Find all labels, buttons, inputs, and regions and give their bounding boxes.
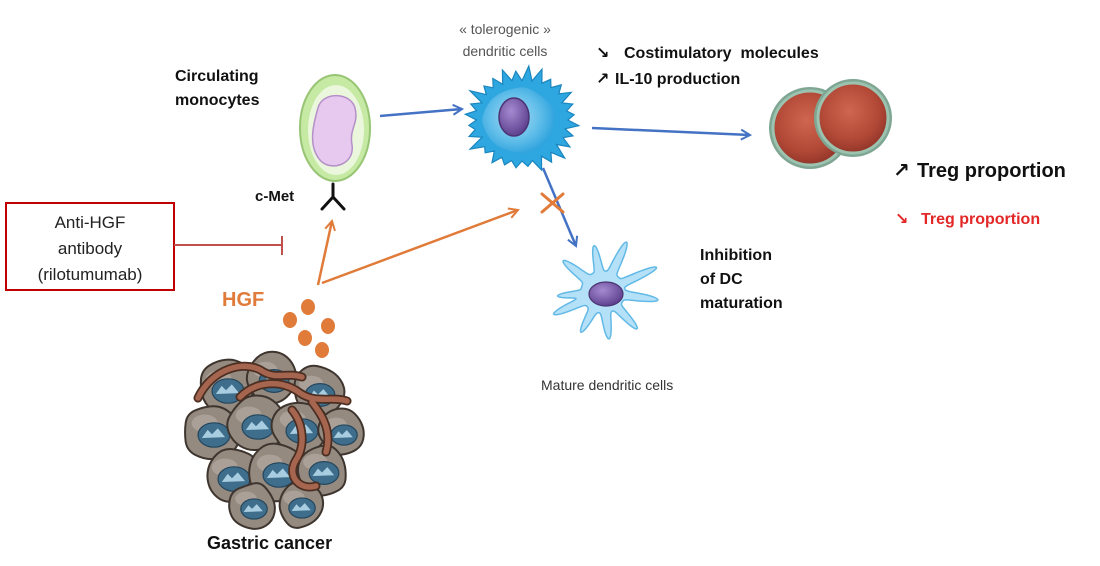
cancer-cell-nucleus-highlight <box>245 420 270 430</box>
tolerogenic-label-line2: dendritic cells <box>463 43 548 59</box>
treg-proportion-down-label: Treg proportion <box>921 211 1040 228</box>
treg-up-arrow-icon: ↗ <box>893 158 910 182</box>
cancer-cell <box>278 481 325 529</box>
cancer-cell <box>228 482 276 530</box>
up-arrow-icon: ↗ <box>596 69 609 88</box>
gastric-cancer-label: Gastric cancer <box>207 533 332 553</box>
cancer-cell-nucleus-highlight <box>201 428 226 438</box>
tolerogenic-dendritic-cell <box>463 64 581 172</box>
inhibition-label-line1: Inhibition <box>700 247 772 264</box>
inhibition-label-line3: maturation <box>700 295 783 312</box>
c-met-label: c-Met <box>255 188 294 205</box>
il10-production-label: IL-10 production <box>615 71 740 88</box>
monocyte-nucleus <box>311 94 357 167</box>
cancer-cell-nucleus-highlight <box>266 468 291 478</box>
cancer-cell-nucleus-highlight <box>215 384 240 394</box>
antibody-label-line1: Anti-HGF <box>55 213 126 232</box>
c-met-receptor-icon <box>320 182 346 211</box>
tolerogenic-dc-nucleus <box>498 97 530 137</box>
treg-cells <box>769 79 892 169</box>
cancer-cell-nucleus-highlight <box>221 472 246 482</box>
hgf-dot <box>301 299 315 315</box>
arrow-hgf-to-c-met <box>316 221 332 286</box>
arrow-dc-to-treg <box>591 126 750 135</box>
cancer-cell-nucleus-highlight <box>312 467 335 476</box>
antibody-label-line2: antibody <box>58 239 123 258</box>
hgf-dot <box>321 318 335 334</box>
monocytes-label-line2: monocytes <box>175 92 260 109</box>
costimulatory-molecules-label: Costimulatory molecules <box>624 45 819 62</box>
tumor-vessels <box>193 361 352 492</box>
blocked-cross-icon <box>540 192 565 214</box>
arrow-monocyte-to-dc <box>379 109 462 118</box>
anti-hgf-antibody-box: Anti-HGF antibody (rilotumumab) <box>5 202 175 291</box>
mature-dc-label: Mature dendritic cells <box>541 377 673 393</box>
arrow-dc-to-mature-dc <box>541 167 576 246</box>
tolerogenic-label-line1: « tolerogenic » <box>459 21 551 37</box>
down-arrow-icon: ↘ <box>596 43 609 62</box>
cancer-cell-nucleus-highlight <box>291 503 311 511</box>
monocytes-label-line1: Circulating <box>175 68 259 85</box>
hgf-dot <box>283 312 297 328</box>
mature-dendritic-cell <box>552 241 659 340</box>
cancer-cell-nucleus-highlight <box>333 430 353 438</box>
hgf-dot <box>298 330 312 346</box>
mature-dc-nucleus <box>588 281 624 307</box>
monocyte-cell <box>299 74 371 182</box>
treg-cell-right <box>814 79 892 157</box>
inhibition-label-line2: of DC <box>700 271 743 288</box>
cancer-cell-nucleus-highlight <box>243 504 263 512</box>
treg-proportion-up-label: Treg proportion <box>917 160 1066 182</box>
arrow-hgf-to-dc <box>321 210 518 285</box>
hgf-dot <box>315 342 329 358</box>
treg-down-arrow-icon: ↘ <box>895 209 908 228</box>
hgf-molecules <box>283 299 335 358</box>
cancer-cell <box>184 405 241 461</box>
antibody-label-line3: (rilotumumab) <box>38 265 143 284</box>
hgf-label: HGF <box>222 289 264 311</box>
inhibition-bar-icon <box>174 236 283 255</box>
